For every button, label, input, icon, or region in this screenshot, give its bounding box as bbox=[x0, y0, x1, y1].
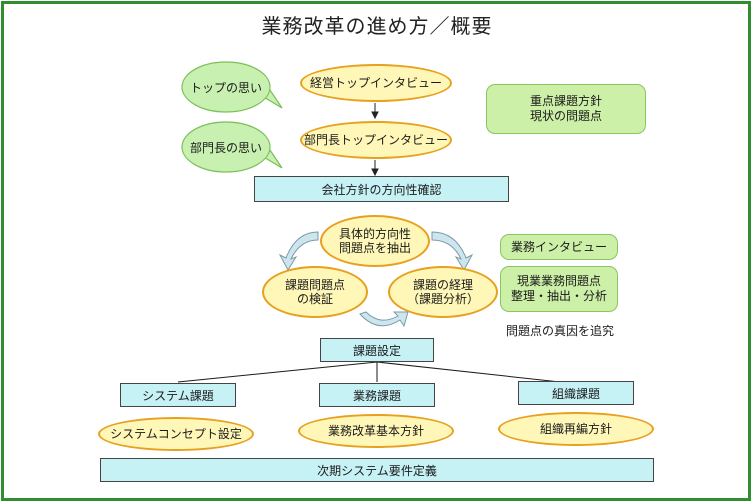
curved-arrow-icon bbox=[278, 231, 319, 272]
analyze-issues-ellipse: 課題の経理 （課題分析） bbox=[388, 266, 498, 318]
business-policy-ellipse: 業務改革基本方針 bbox=[298, 414, 454, 448]
current-issues-box: 現業業務問題点 整理・抽出・分析 bbox=[500, 266, 618, 312]
page-title: 業務改革の進め方／概要 bbox=[261, 14, 493, 38]
curved-arrow-icon bbox=[431, 231, 474, 272]
organization-task-box: 組織課題 bbox=[518, 381, 634, 405]
business-interview-box: 業務インタビュー bbox=[500, 234, 618, 260]
system-concept-ellipse: システムコンセプト設定 bbox=[98, 417, 254, 451]
direction-confirm-box: 会社方針の方向性確認 bbox=[254, 176, 509, 202]
curved-arrow-icon bbox=[359, 311, 409, 328]
business-task-box: 業務課題 bbox=[319, 383, 435, 407]
organization-policy-ellipse: 組織再編方針 bbox=[498, 412, 654, 446]
task-tree-lines bbox=[177, 361, 561, 383]
top-interview-ellipse: 経営トップインタビュー bbox=[300, 64, 452, 102]
root-cause-label: 問題点の真因を追究 bbox=[505, 324, 614, 338]
next-system-requirements-box: 次期システム要件定義 bbox=[100, 458, 654, 482]
dept-interview-ellipse: 部門長トップインタビュー bbox=[300, 121, 452, 159]
extract-issues-ellipse: 具体的方向性 問題点を抽出 bbox=[320, 215, 430, 267]
down-arrow-icon bbox=[371, 160, 379, 177]
system-task-box: システム課題 bbox=[120, 383, 236, 407]
task-setting-box: 課題設定 bbox=[320, 338, 434, 362]
policy-issues-box: 重点課題方針 現状の問題点 bbox=[486, 84, 646, 134]
top-thoughts-bubble: トップの思い bbox=[189, 81, 262, 95]
dept-thoughts-bubble-shape bbox=[181, 121, 271, 173]
top-thoughts-bubble-shape bbox=[181, 61, 271, 113]
verify-issues-ellipse: 課題問題点 の検証 bbox=[262, 266, 368, 318]
down-arrow-icon bbox=[371, 103, 379, 120]
dept-thoughts-bubble: 部門長の思い bbox=[189, 141, 262, 155]
